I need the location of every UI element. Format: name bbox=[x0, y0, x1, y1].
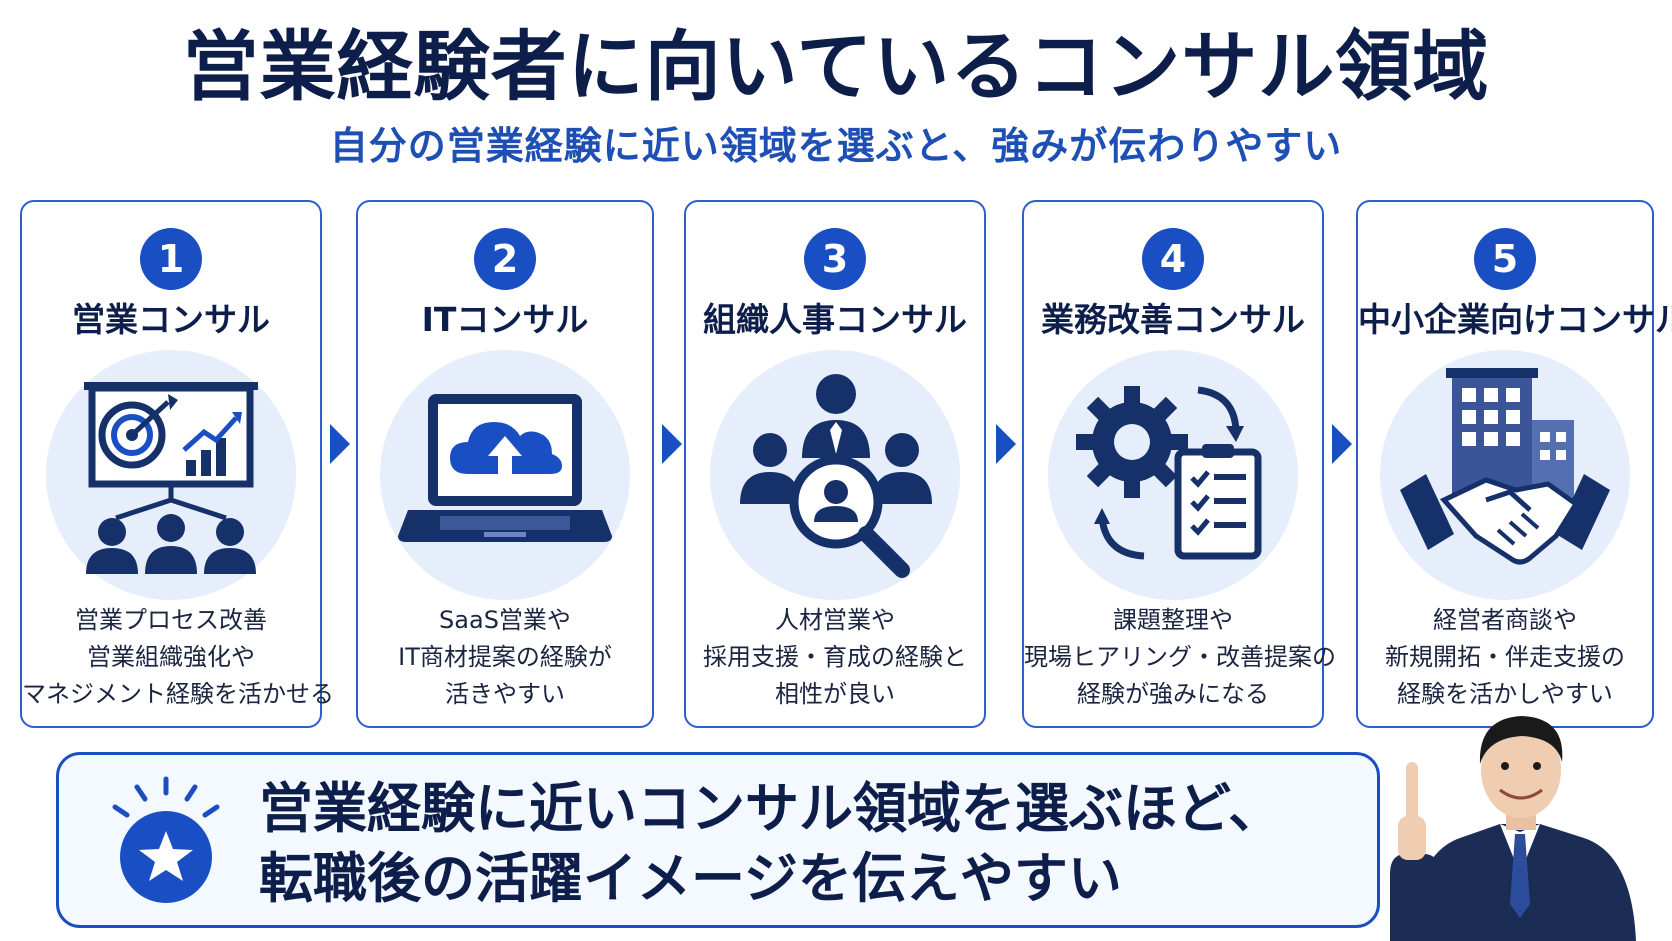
card-number-badge: 1 bbox=[140, 228, 202, 290]
card-number-badge: 2 bbox=[474, 228, 536, 290]
desc-line: 営業プロセス改善 bbox=[75, 606, 267, 634]
card-title: 組織人事コンサル bbox=[703, 300, 967, 339]
star-badge-icon bbox=[112, 776, 220, 903]
icon-circle bbox=[1380, 350, 1630, 600]
people-magnifier-icon bbox=[740, 374, 932, 578]
card-number-badge: 4 bbox=[1142, 228, 1204, 290]
card-title: 中小企業向けコンサル bbox=[1358, 300, 1672, 339]
chevron-right-icon bbox=[662, 424, 682, 464]
banner-line-1: 営業経験に近いコンサル領域を選ぶほど、 bbox=[259, 777, 1283, 840]
card-description: 課題整理や 現場ヒアリング・改善提案の 経験が強みになる bbox=[1024, 602, 1336, 713]
card-operations-consulting: 4 業務改善コンサル bbox=[1022, 200, 1336, 728]
desc-line: 経営者商談や bbox=[1433, 606, 1577, 634]
card-number-badge: 5 bbox=[1474, 228, 1536, 290]
desc-line: 人材営業や bbox=[775, 606, 895, 634]
card-title: ITコンサル bbox=[421, 300, 589, 339]
desc-line: 課題整理や bbox=[1113, 606, 1233, 634]
businessman-pointing-illustration bbox=[1390, 716, 1636, 941]
card-description: SaaS営業や IT商材提案の経験が 活きやすい bbox=[358, 602, 652, 713]
icon-circle bbox=[380, 350, 630, 600]
desc-line: 活きやすい bbox=[445, 680, 565, 708]
desc-line: 営業組織強化や bbox=[87, 643, 255, 671]
icon-circle bbox=[1048, 350, 1298, 600]
desc-line: 採用支援・育成の経験と bbox=[703, 643, 967, 671]
desc-line: 現場ヒアリング・改善提案の bbox=[1024, 643, 1336, 671]
card-it-consulting: 2 ITコンサル SaaS営業や IT商材提案の経験が 活きやすい bbox=[356, 200, 654, 728]
chevron-right-icon bbox=[330, 424, 350, 464]
desc-line: 経験が強みになる bbox=[1077, 680, 1269, 708]
card-description: 営業プロセス改善 営業組織強化や マネジメント経験を活かせる bbox=[22, 602, 334, 713]
desc-line: 新規開拓・伴走支援の bbox=[1385, 643, 1625, 671]
gear-checklist-icon bbox=[1076, 386, 1262, 560]
banner-line-2: 転職後の活躍イメージを伝えやすい bbox=[259, 847, 1122, 910]
card-sales-consulting: 1 営業コンサル 営業プロセス改善 営業組織強化 bbox=[20, 200, 334, 728]
desc-line: SaaS営業や bbox=[439, 606, 571, 634]
card-title: 業務改善コンサル bbox=[1041, 300, 1305, 339]
card-sme-consulting: 5 中小企業向けコンサル 経営者商談や 新規開拓・伴走支援の 経験を活かしや bbox=[1356, 200, 1672, 728]
summary-banner: 営業経験に近いコンサル領域を選ぶほど、 転職後の活躍イメージを伝えやすい bbox=[56, 752, 1380, 928]
desc-line: マネジメント経験を活かせる bbox=[22, 680, 334, 708]
desc-line: IT商材提案の経験が bbox=[398, 643, 612, 671]
icon-circle bbox=[46, 350, 296, 600]
card-hr-consulting: 3 組織人事コンサル 人材営業や 採用支援・育成の経験と 相性が良い bbox=[684, 200, 986, 728]
chevron-right-icon bbox=[1332, 424, 1352, 464]
card-description: 人材営業や 採用支援・育成の経験と 相性が良い bbox=[686, 602, 984, 713]
page-title: 営業経験者に向いているコンサル領域 bbox=[182, 22, 1490, 111]
desc-line: 相性が良い bbox=[775, 680, 895, 708]
card-number-badge: 3 bbox=[804, 228, 866, 290]
building-handshake-icon bbox=[1400, 368, 1610, 565]
laptop-cloud-upload-icon bbox=[398, 394, 612, 542]
page-subtitle: 自分の営業経験に近い領域を選ぶと、強みが伝わりやすい bbox=[329, 124, 1343, 168]
card-title: 営業コンサル bbox=[72, 300, 270, 339]
presentation-target-team-icon bbox=[84, 382, 258, 574]
card-description: 経営者商談や 新規開拓・伴走支援の 経験を活かしやすい bbox=[1358, 602, 1652, 713]
chevron-right-icon bbox=[996, 424, 1016, 464]
desc-line: 経験を活かしやすい bbox=[1397, 680, 1613, 708]
icon-circle bbox=[710, 350, 960, 600]
